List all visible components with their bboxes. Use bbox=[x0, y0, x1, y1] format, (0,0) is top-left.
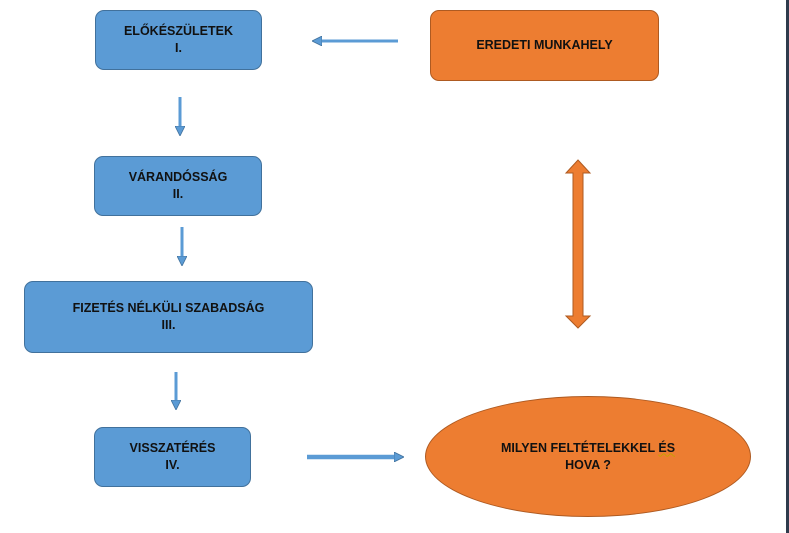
node-eredeti-munkahely: EREDETI MUNKAHELY bbox=[430, 10, 659, 81]
node-eredeti-title: EREDETI MUNKAHELY bbox=[476, 38, 613, 52]
node-visszateres-title: VISSZATÉRÉS bbox=[129, 441, 216, 455]
node-milyen-line2: HOVA ? bbox=[565, 457, 611, 472]
double-arrow-eredeti-milyen bbox=[564, 159, 592, 329]
node-milyen-line1-a: MILYEN FELTÉTELEKKEL bbox=[500, 440, 659, 455]
node-fizetes-title: FIZETÉS NÉLKÜLI SZABADSÁG bbox=[72, 301, 265, 315]
node-milyen-line1: MILYEN FELTÉTELEKKEL ÉS bbox=[501, 440, 675, 457]
node-milyen-line1-b: ÉS bbox=[658, 440, 676, 455]
node-elokeszuletek-number: I. bbox=[175, 41, 182, 55]
node-visszateres-number: IV. bbox=[165, 458, 180, 472]
node-varandossag: VÁRANDÓSSÁG II. bbox=[94, 156, 262, 216]
node-fizetes-nelkuli-szabadsag: FIZETÉS NÉLKÜLI SZABADSÁG III. bbox=[24, 281, 313, 353]
node-varandossag-number: II. bbox=[172, 187, 184, 201]
node-visszateres: VISSZATÉRÉS IV. bbox=[94, 427, 251, 487]
node-elokeszuletek: ELŐKÉSZÜLETEK I. bbox=[95, 10, 262, 70]
node-elokeszuletek-title: ELŐKÉSZÜLETEK bbox=[123, 24, 234, 38]
node-varandossag-title: VÁRANDÓSSÁG bbox=[128, 170, 228, 184]
node-milyen-felteltelekkel: MILYEN FELTÉTELEKKEL ÉS HOVA ? bbox=[425, 396, 751, 517]
node-fizetes-number: III. bbox=[161, 318, 176, 332]
window-edge-bar bbox=[786, 0, 789, 533]
